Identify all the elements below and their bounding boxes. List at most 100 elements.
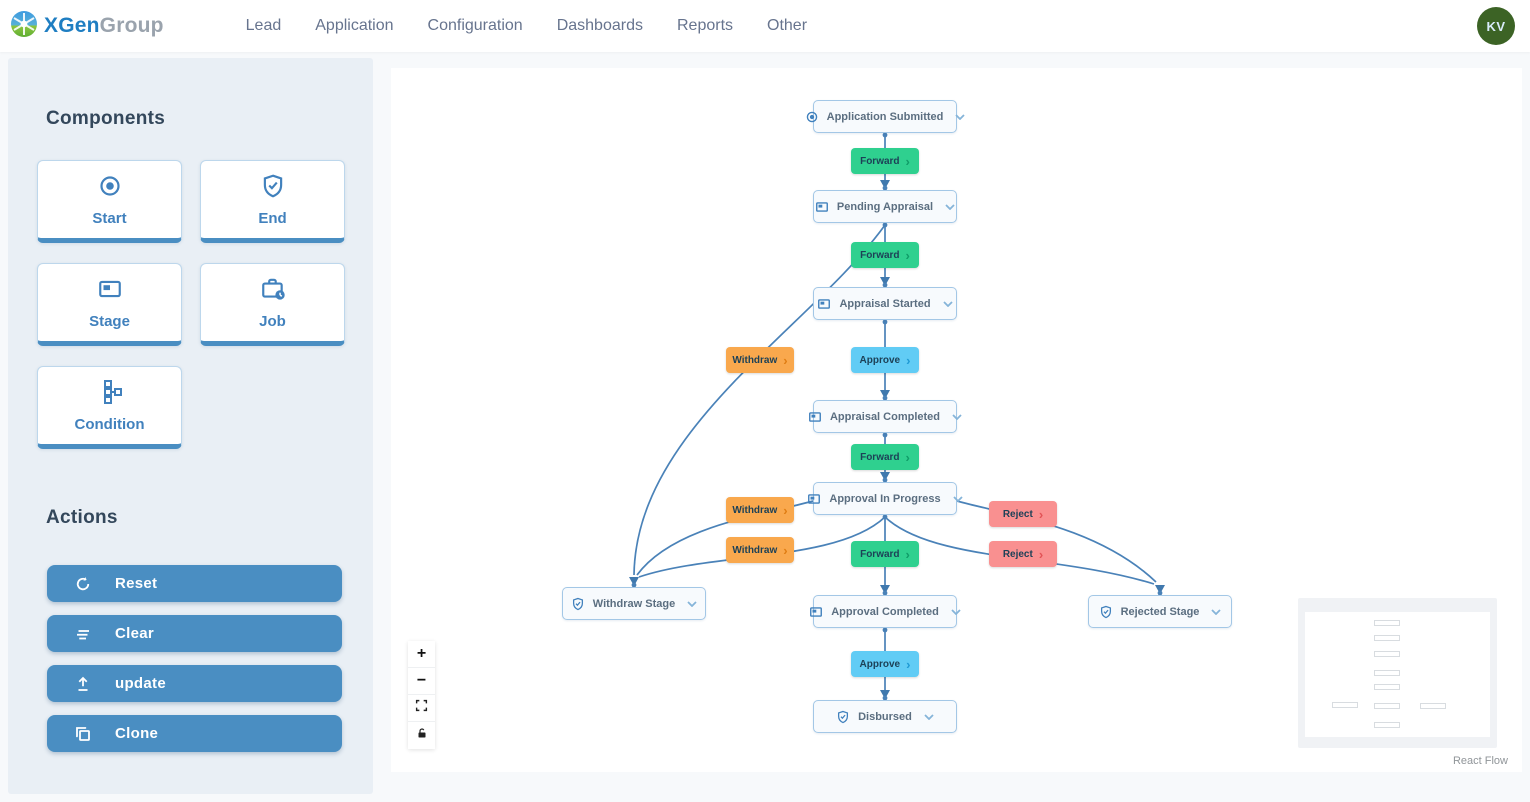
nav-item-other[interactable]: Other (767, 17, 808, 34)
edge-label: Withdraw (732, 544, 778, 556)
chevron-right-icon: › (906, 352, 911, 368)
edge-button-withdraw[interactable]: Withdraw › (726, 497, 794, 523)
component-card-label: End (258, 209, 287, 227)
stage-frame-icon (807, 492, 821, 506)
component-card-condition[interactable]: Condition (37, 366, 182, 449)
component-cards: Start End Stage (37, 160, 345, 449)
nav-item-application[interactable]: Application (315, 17, 394, 34)
node-label: Approval In Progress (829, 492, 941, 505)
edge-button-forward[interactable]: Forward› (851, 541, 919, 567)
stage-frame-icon (97, 276, 123, 307)
lock-button[interactable] (408, 722, 435, 749)
edge-label: Forward (860, 249, 900, 261)
clear-button[interactable]: Clear (47, 615, 342, 652)
edge-button-forward[interactable]: Forward› (851, 444, 919, 470)
edge-button-withdraw[interactable]: Withdraw › (726, 537, 794, 563)
chevron-right-icon: › (783, 542, 788, 558)
edge-label: Withdraw (732, 354, 778, 366)
plus-icon: + (416, 645, 427, 662)
shield-check-icon (836, 710, 850, 724)
flow-node-application-submitted[interactable]: Application Submitted (806, 100, 966, 133)
react-flow-attribution[interactable]: React Flow (1452, 755, 1508, 767)
chevron-down-icon[interactable] (955, 113, 966, 120)
chevron-right-icon: › (783, 352, 788, 368)
edge-label: Approve (859, 354, 901, 366)
action-label: Clone (115, 725, 159, 742)
edge-button-forward[interactable]: Forward › (851, 242, 919, 268)
zoom-out-button[interactable]: − (408, 668, 435, 695)
chevron-down-icon[interactable] (951, 608, 961, 615)
brand-logo[interactable]: XGenGroup (10, 10, 164, 43)
flow-node-approval-completed[interactable]: Approval Completed (810, 595, 961, 628)
record-icon (97, 173, 123, 204)
component-card-job[interactable]: Job (200, 263, 345, 346)
edge-button-approve[interactable]: Approve › (851, 347, 919, 373)
flow-controls: + − (408, 641, 435, 749)
minimap-node (1374, 635, 1400, 641)
edge-label: Withdraw (732, 504, 778, 516)
briefcase-clock-icon (260, 276, 286, 307)
edge-button-withdraw[interactable]: Withdraw › (726, 347, 794, 373)
chevron-down-icon[interactable] (945, 203, 955, 210)
edge-label: Approve (859, 658, 901, 670)
chevron-down-icon[interactable] (1211, 608, 1222, 615)
chevron-down-icon[interactable] (942, 300, 953, 307)
edge-button-approve[interactable]: Approve › (851, 651, 919, 677)
component-card-end[interactable]: End (200, 160, 345, 243)
zoom-in-button[interactable]: + (408, 641, 435, 668)
flow-node-approval-in-progress[interactable]: Approval In Progress (808, 482, 963, 515)
nav-item-dashboards[interactable]: Dashboards (556, 17, 643, 34)
chevron-down-icon[interactable] (924, 713, 934, 720)
stage-frame-icon (808, 410, 822, 424)
chevron-down-icon[interactable] (687, 600, 697, 607)
chevron-right-icon: › (783, 502, 788, 518)
stage-frame-icon (809, 605, 823, 619)
clone-icon (73, 724, 93, 744)
node-label: Disbursed (858, 710, 912, 723)
user-avatar[interactable]: KV (1477, 7, 1515, 45)
edge-button-reject[interactable]: Reject› (989, 501, 1057, 527)
update-button[interactable]: update (47, 665, 342, 702)
chevron-right-icon: › (905, 247, 910, 263)
flow-node-appraisal-completed[interactable]: Appraisal Completed (809, 400, 962, 433)
node-label: Application Submitted (826, 110, 944, 123)
flow-node-pending-appraisal[interactable]: Pending Appraisal (813, 190, 957, 223)
node-label: Pending Appraisal (836, 200, 934, 213)
chevron-right-icon: › (905, 153, 910, 169)
minimap-node (1374, 670, 1400, 676)
actions-list: Reset Clear update Clon (47, 565, 344, 752)
stage-frame-icon (815, 200, 829, 214)
node-label: Appraisal Completed (829, 410, 941, 423)
condition-branch-icon (97, 379, 123, 410)
component-card-label: Condition (74, 415, 145, 433)
flow-node-rejected-stage[interactable]: Rejected Stage (1088, 595, 1232, 628)
nav-item-reports[interactable]: Reports (676, 17, 734, 34)
components-sidebar: Components Start End (8, 58, 373, 794)
flow-node-disbursed[interactable]: Disbursed (813, 700, 957, 733)
chevron-down-icon[interactable] (952, 413, 962, 420)
nav-item-configuration[interactable]: Configuration (427, 17, 523, 34)
reset-icon (73, 574, 93, 594)
flow-minimap[interactable] (1298, 598, 1497, 748)
shield-check-icon (571, 597, 585, 611)
reset-button[interactable]: Reset (47, 565, 342, 602)
flow-node-appraisal-started[interactable]: Appraisal Started (813, 287, 957, 320)
edge-button-forward[interactable]: Forward› (851, 148, 919, 174)
chevron-right-icon: › (906, 656, 911, 672)
clone-button[interactable]: Clone (47, 715, 342, 752)
nav-item-lead[interactable]: Lead (245, 17, 282, 34)
fit-view-button[interactable] (408, 695, 435, 722)
flow-canvas[interactable]: Application Submitted Pending Appraisal … (391, 68, 1522, 772)
lock-icon (416, 727, 428, 745)
chevron-right-icon: › (905, 449, 910, 465)
chevron-down-icon[interactable] (953, 495, 963, 502)
component-card-start[interactable]: Start (37, 160, 182, 243)
clear-icon (73, 624, 93, 644)
flow-node-withdraw-stage[interactable]: Withdraw Stage (562, 587, 706, 620)
edge-button-reject[interactable]: Reject› (989, 541, 1057, 567)
component-card-stage[interactable]: Stage (37, 263, 182, 346)
minimap-viewport (1305, 612, 1490, 737)
top-navbar: XGenGroup Lead Application Configuration… (0, 0, 1530, 52)
component-card-label: Start (92, 209, 127, 227)
minimap-node (1374, 620, 1400, 626)
